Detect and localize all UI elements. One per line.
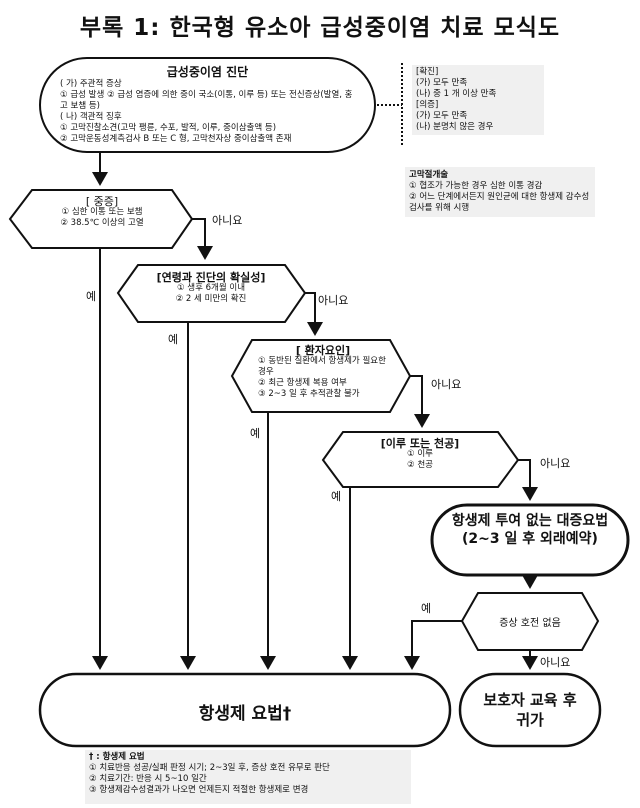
- footnote-line: ② 치료기간: 반응 시 5~10 일간: [89, 774, 207, 784]
- criteria-line: [의증]: [416, 100, 439, 110]
- footnote-line: ③ 항생제감수성결과가 나오면 언제든지 적절한 항생제로 변경: [89, 785, 309, 795]
- no-label: 아니요: [540, 656, 571, 669]
- antibiotic-oval: [38, 672, 452, 748]
- decision-line: ② 2 세 미만의 확진: [175, 294, 247, 304]
- diagnosis-criteria: ( 가) 주관적 증상 ① 급성 발생 ② 급성 염증에 의한 중이 국소(이통…: [60, 79, 360, 145]
- myringotomy-box: 고막절개술 ① 협조가 가능한 경우 심한 이통 경감 ② 어느 단계에서든지 …: [405, 167, 595, 217]
- criteria-line: (가) 모두 만족: [416, 111, 468, 121]
- education-oval: [458, 672, 602, 748]
- criteria-line: (나) 분명치 않은 경우: [416, 122, 494, 132]
- decision-line: ③ 2~3 일 후 추적관찰 불가: [258, 389, 360, 399]
- antibiotic-text: 항생제 요법†: [198, 704, 292, 724]
- criteria-line: (가) 모두 만족: [416, 78, 468, 88]
- no-label: 아니요: [431, 378, 462, 391]
- decision-age-text: [연령과 진단의 확실성] ① 생후 6개월 이내 ② 2 세 미만의 확진: [135, 272, 287, 305]
- footnote-heading: † : 항생제 요법: [89, 752, 145, 762]
- diagnosis-line: ① 고막진찰소견(고막 팽륜, 수포, 발적, 이루, 중이삼출액 등): [60, 123, 277, 133]
- decision-line: ② 38.5℃ 이상의 고열: [60, 218, 144, 228]
- criteria-line: (나) 중 1 개 이상 만족: [416, 89, 497, 99]
- decision-line: ① 이루: [407, 449, 433, 459]
- yes-label: 예: [331, 490, 342, 503]
- decision-line: ① 동반된 질환에서 항생제가 필요한 경우: [258, 356, 386, 377]
- footnote-box: † : 항생제 요법 ① 치료반응 성공/실패 판정 시기; 2~3일 후, 증…: [85, 750, 411, 804]
- page-title: 부록 1: 한국형 유소아 급성중이염 치료 모식도: [79, 15, 561, 41]
- observation-text: 항생제 투여 없는 대증요법 (2~3 일 후 외래예약): [451, 513, 609, 547]
- decision-heading: [ 중증]: [85, 195, 119, 208]
- arrows: [92, 152, 538, 670]
- decision-line: ① 생후 6개월 이내: [176, 283, 246, 293]
- decision-patient-text: [ 환자요인] ① 동반된 질환에서 항생제가 필요한 경우 ② 최근 항생제 …: [258, 345, 388, 400]
- decision-line: ② 최근 항생제 복용 여부: [258, 378, 347, 388]
- education-text: 보호자 교육 후 귀가: [483, 691, 577, 729]
- myringotomy-heading: 고막절개술: [409, 170, 449, 180]
- yes-label: 예: [86, 290, 97, 303]
- yes-label: 예: [421, 602, 432, 615]
- decision-heading: [이루 또는 천공]: [380, 437, 460, 450]
- decision-line: ② 천공: [407, 460, 433, 470]
- yes-label: 예: [250, 427, 261, 440]
- footnote-line: ① 치료반응 성공/실패 판정 시기; 2~3일 후, 증상 호전 유무로 판단: [89, 763, 330, 773]
- no-label: 아니요: [318, 294, 349, 307]
- dotted-connector: [377, 63, 403, 145]
- criteria-line: [확진]: [416, 67, 439, 77]
- diagnosis-line: ( 가) 주관적 증상: [60, 79, 122, 89]
- diagnosis-oval: [39, 57, 376, 153]
- diagnosis-line: ( 나) 객관적 징후: [60, 112, 122, 122]
- no-label: 아니요: [212, 214, 243, 227]
- decision-severe-text: [ 중증] ① 심한 이통 또는 보챔 ② 38.5℃ 이상의 고열: [30, 196, 174, 229]
- myringotomy-line: ② 어느 단계에서든지 원인균에 대한 항생제 감수성검사를 위해 시행: [409, 192, 590, 213]
- decision-heading: [연령과 진단의 확실성]: [156, 271, 266, 284]
- myringotomy-line: ① 협조가 가능한 경우 심한 이통 경감: [409, 181, 543, 191]
- decision-no-improvement: [460, 592, 600, 651]
- diagnosis-line: ① 급성 발생 ② 급성 염증에 의한 중이 국소(이통, 이루 등) 또는 전…: [60, 90, 353, 111]
- criteria-box: [확진] (가) 모두 만족 (나) 중 1 개 이상 만족 [의증] (가) …: [412, 65, 544, 135]
- decision-heading: [ 환자요인]: [295, 344, 351, 357]
- decision-otorrhea-text: [이루 또는 천공] ① 이루 ② 천공: [340, 438, 500, 471]
- decision-no-improvement-text: 증상 호전 없음: [499, 618, 561, 629]
- diagnosis-line: ② 고막운동성계측검사 B 또는 C 형, 고막천자상 중이삼출액 존재: [60, 134, 292, 144]
- decision-line: ① 심한 이통 또는 보챔: [61, 207, 143, 217]
- yes-label: 예: [168, 333, 179, 346]
- diagnosis-heading: 급성중이염 진단: [166, 65, 249, 79]
- no-label: 아니요: [540, 457, 571, 470]
